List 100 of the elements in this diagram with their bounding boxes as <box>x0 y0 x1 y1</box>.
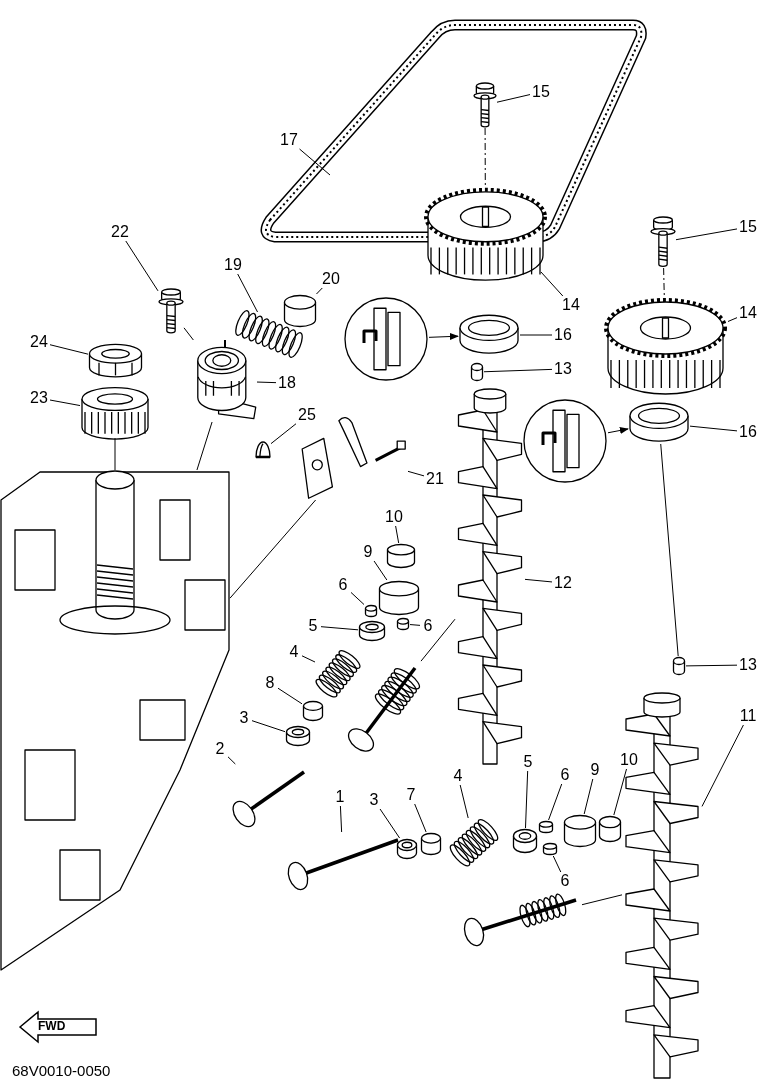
leader-line <box>125 240 159 292</box>
cylindrical-part <box>542 842 558 856</box>
callout-number: 9 <box>363 543 373 560</box>
callout-number: 9 <box>590 761 600 778</box>
callout-number: 17 <box>280 131 298 148</box>
detail-inset <box>522 398 608 484</box>
cylindrical-part <box>302 700 324 722</box>
leader-line <box>49 344 89 355</box>
callout-number: 16 <box>554 326 572 343</box>
leader-line <box>339 805 343 833</box>
callout-number: 4 <box>289 643 299 660</box>
leader-line <box>395 525 400 544</box>
toothed-pulley <box>423 188 548 284</box>
callout-number: 14 <box>562 296 580 313</box>
leader-line <box>727 317 738 322</box>
leader-line <box>548 783 563 821</box>
drive-pulley <box>80 386 150 438</box>
leader-line <box>229 499 317 599</box>
oil-seal <box>628 402 690 444</box>
cylindrical-part <box>672 656 686 676</box>
callout-number: 3 <box>369 791 379 808</box>
leader-line <box>525 770 529 829</box>
leader-line <box>373 560 388 581</box>
leader-line <box>581 894 623 906</box>
oil-seal <box>458 314 520 356</box>
leader-line <box>315 287 323 295</box>
callout-number: 6 <box>338 576 348 593</box>
camshaft <box>455 386 525 766</box>
tension-spring <box>234 312 304 356</box>
leader-line <box>483 368 553 373</box>
ring-part <box>358 620 386 642</box>
callout-number: 10 <box>385 508 403 525</box>
callout-number: 20 <box>322 270 340 287</box>
callout-number: 7 <box>406 786 416 803</box>
leader-line <box>251 720 286 733</box>
cylindrical-part <box>396 617 410 631</box>
leader-line <box>685 664 738 667</box>
callout-number: 8 <box>265 674 275 691</box>
cylindrical-part <box>470 362 484 382</box>
leader-line <box>675 228 738 241</box>
leader-line <box>414 803 427 833</box>
callout-number: 14 <box>739 304 757 321</box>
camshaft <box>622 690 702 1080</box>
callout-number: 19 <box>224 256 242 273</box>
callout-number: 4 <box>453 767 463 784</box>
toothed-pulley <box>603 298 728 398</box>
callout-number: 6 <box>560 872 570 889</box>
callout-number: 25 <box>298 406 316 423</box>
cylindrical-part <box>283 294 317 328</box>
cylindrical-part <box>420 832 442 856</box>
ring-part <box>285 725 311 747</box>
leader-line <box>379 808 401 839</box>
leader-line <box>552 855 562 873</box>
bolt <box>650 216 676 268</box>
leader-line <box>496 94 531 103</box>
callout-number: 15 <box>532 83 550 100</box>
leader-line <box>524 578 553 583</box>
leader-line <box>320 626 359 631</box>
leader-line <box>183 327 194 341</box>
callout-number: 13 <box>739 656 757 673</box>
leader-line <box>701 724 744 807</box>
callout-number: 24 <box>30 333 48 350</box>
callout-number: 5 <box>523 753 533 770</box>
callout-number: 11 <box>739 707 757 724</box>
cylindrical-part <box>386 543 416 569</box>
bolt <box>158 288 184 334</box>
callout-number: 16 <box>739 423 757 440</box>
callout-number: 5 <box>308 617 318 634</box>
leader-line <box>409 624 421 626</box>
callout-number: 6 <box>560 766 570 783</box>
leader-line <box>519 334 553 336</box>
leader-line <box>237 273 258 313</box>
arrow <box>607 426 629 434</box>
callout-number: 23 <box>30 389 48 406</box>
callout-number: 15 <box>739 218 757 235</box>
cylindrical-part <box>538 820 554 834</box>
direction-label: FWD <box>38 1019 66 1033</box>
arrow <box>428 332 459 341</box>
callout-number: 1 <box>335 788 345 805</box>
part-code: 68V0010-0050 <box>12 1062 111 1079</box>
callout-number: 21 <box>426 470 444 487</box>
leader-line <box>49 399 81 407</box>
leader-line <box>227 756 236 765</box>
leader-line <box>583 778 594 815</box>
leader-line <box>114 437 116 471</box>
leader-line <box>256 381 277 384</box>
leader-line <box>350 591 365 605</box>
cylindrical-part <box>563 814 597 848</box>
leader-line <box>270 423 297 445</box>
callout-number: 22 <box>111 223 129 240</box>
leader-line <box>277 687 303 705</box>
leader-line <box>689 425 738 432</box>
callout-number: 12 <box>554 574 572 591</box>
callout-number: 2 <box>215 740 225 757</box>
leader-line <box>613 768 627 816</box>
callout-number: 3 <box>239 709 249 726</box>
cylindrical-part <box>364 604 378 618</box>
callout-number: 13 <box>554 360 572 377</box>
leader-line <box>420 618 456 662</box>
woodruff-key <box>255 441 271 459</box>
